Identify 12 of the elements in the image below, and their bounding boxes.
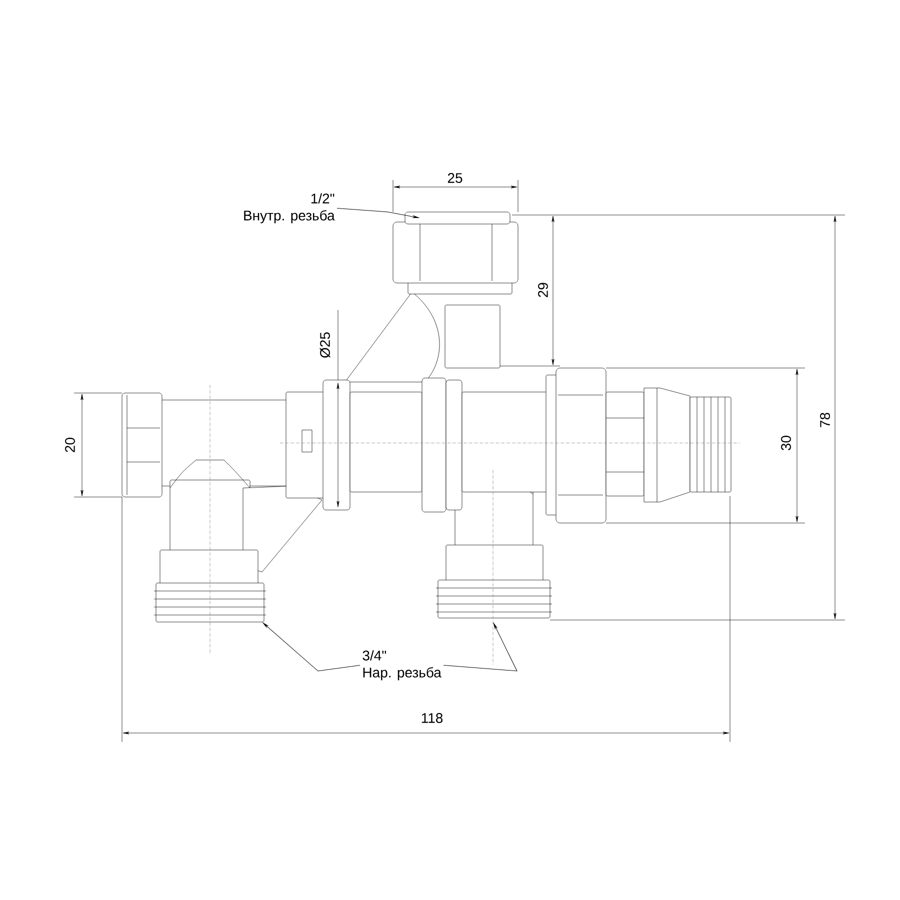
leader-line bbox=[443, 622, 518, 672]
dimension-label: 78 bbox=[820, 412, 830, 428]
dimension-label: 25 bbox=[448, 173, 462, 183]
callout-text: 3/4" Нар. резьба bbox=[362, 650, 442, 680]
dimension-label: 20 bbox=[65, 438, 75, 452]
dimension-label: 118 bbox=[422, 713, 443, 723]
dimension-label: 29 bbox=[538, 282, 548, 298]
dimension-label: Ø25 bbox=[320, 332, 330, 358]
dimension-label: 30 bbox=[781, 436, 791, 450]
leader-line bbox=[336, 208, 419, 218]
leader-line bbox=[262, 622, 360, 672]
callout-text: 1/2" Внутр. резьба bbox=[244, 193, 335, 224]
